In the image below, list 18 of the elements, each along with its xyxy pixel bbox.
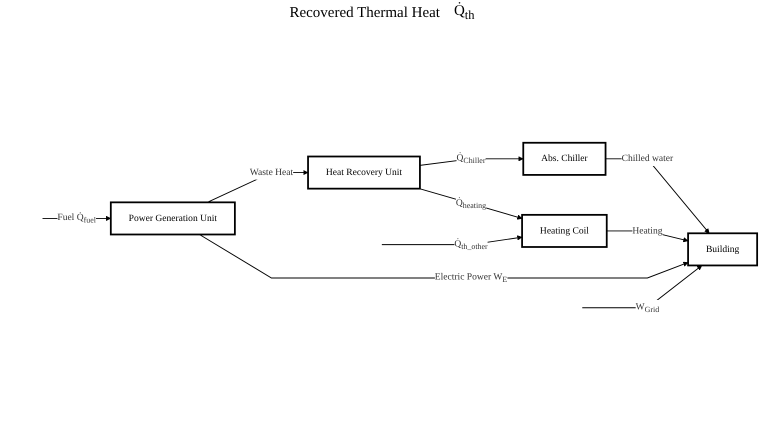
edge-label: Heating	[632, 226, 663, 236]
edge-label: Q̇$_{Chiller}$	[456, 153, 486, 166]
node-box: Heat Recovery Unit	[307, 156, 421, 190]
node-box: Abs. Chiller	[522, 142, 606, 176]
arrow	[419, 188, 522, 220]
flow-label: Recovered Thermal Heat	[289, 4, 440, 22]
edge-label: Electric Power W$_{E}$	[434, 272, 508, 284]
edge-label: W$_{Grid}$	[636, 302, 660, 314]
node-box: Heating Coil	[521, 214, 608, 248]
edge-label: Waste Heat	[250, 167, 294, 178]
edge-label: Q̇$_{th_other}$	[454, 238, 488, 251]
node-box: Building	[687, 232, 758, 267]
node-box: Power Generation Unit	[110, 202, 236, 236]
edge-label: Chilled water	[622, 154, 674, 164]
flow-label: Q̇$_{th}$	[454, 3, 475, 23]
edge-label: Fuel Q̇$_{fuel}$	[57, 212, 96, 225]
arrow	[582, 265, 702, 308]
edge-label: Q̇$_{heating}$	[456, 198, 486, 210]
